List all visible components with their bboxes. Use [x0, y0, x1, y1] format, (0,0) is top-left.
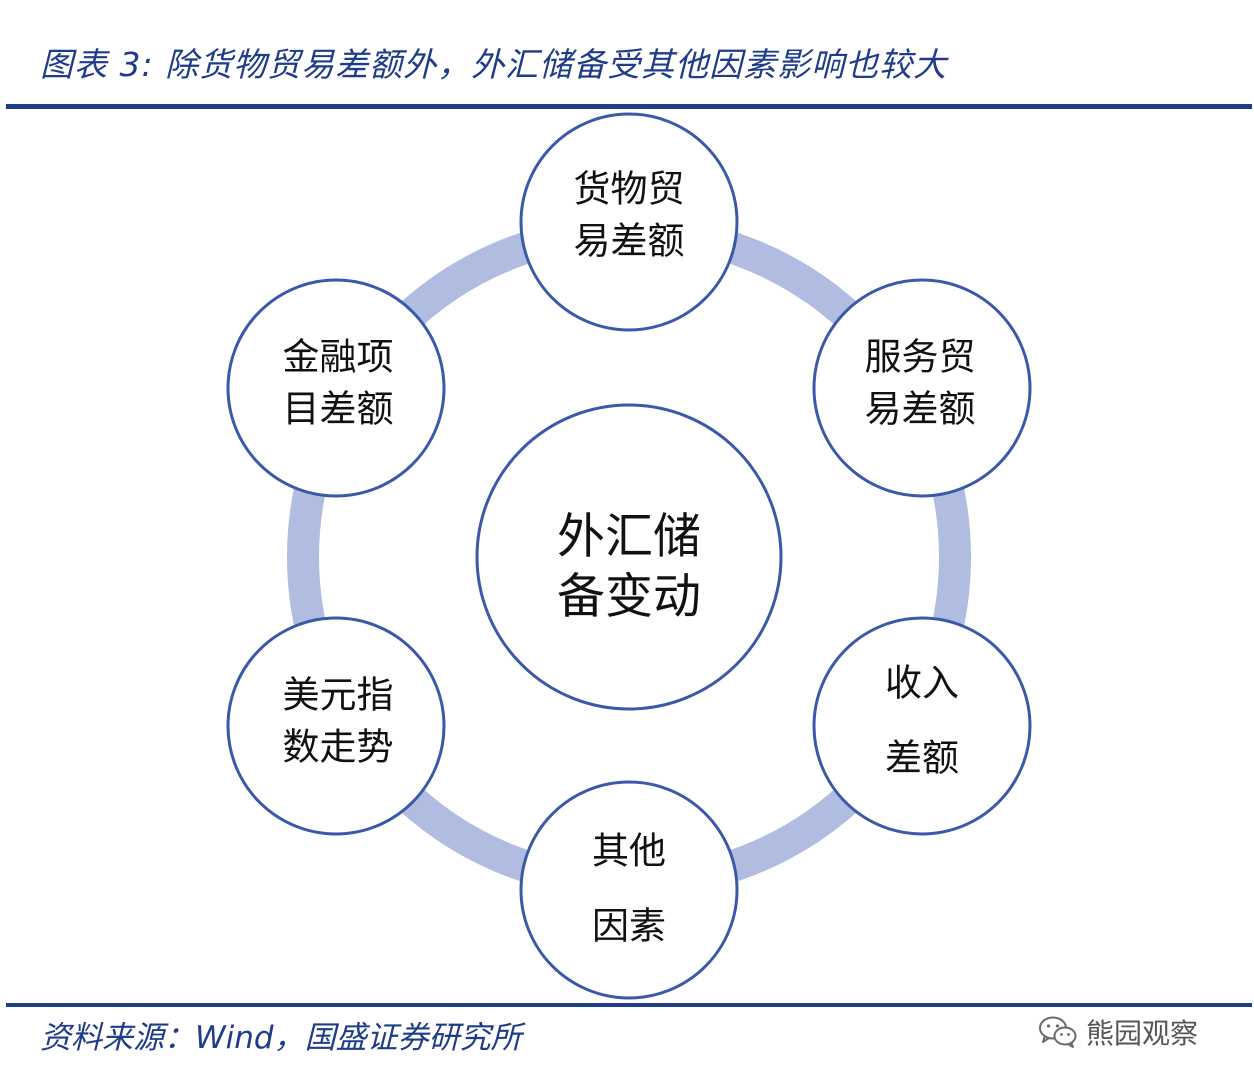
- node-services-trade: 服务贸 易差额: [812, 278, 1032, 498]
- node-dollar-index-line-2: 数走势: [283, 726, 394, 769]
- node-services-trade-line-1: 服务贸: [865, 336, 976, 379]
- node-services-trade-line-2: 易差额: [865, 388, 976, 431]
- account-watermark: 熊园观察: [1038, 1012, 1198, 1052]
- node-other-factors: 其他 因素: [519, 780, 739, 1000]
- watermark-label: 熊园观察: [1086, 1017, 1199, 1050]
- node-goods-trade: 货物贸 易差额: [519, 112, 739, 332]
- cycle-diagram: 外汇储 备变动 货物贸 易差额 服务贸 易差额 收入 差额 其他 因素 美元指 …: [226, 112, 1032, 1000]
- node-income-line-2: 差额: [885, 737, 959, 780]
- node-financial-account: 金融项 目差额: [226, 278, 446, 498]
- source-note: 资料来源：Wind，国盛证券研究所: [40, 1020, 522, 1056]
- node-financial-account-line-1: 金融项: [283, 336, 394, 379]
- wechat-icon: [1039, 1016, 1077, 1048]
- node-other-factors-line-1: 其他: [592, 830, 666, 873]
- center-node-label-line-1: 外汇储: [557, 509, 701, 565]
- node-income: 收入 差额: [812, 616, 1032, 836]
- top-divider: [6, 104, 1252, 109]
- node-goods-trade-line-2: 易差额: [574, 220, 685, 263]
- bottom-divider: [6, 1003, 1252, 1007]
- node-dollar-index-line-1: 美元指: [283, 674, 394, 717]
- node-financial-account-line-2: 目差额: [283, 388, 394, 431]
- figure-title: 图表 3: 除货物贸易差额外，外汇储备受其他因素影响也较大: [40, 45, 948, 84]
- node-dollar-index: 美元指 数走势: [226, 616, 446, 836]
- node-income-line-1: 收入: [885, 662, 959, 705]
- center-node: 外汇储 备变动: [475, 403, 783, 711]
- center-node-label-line-2: 备变动: [557, 569, 701, 625]
- node-goods-trade-line-1: 货物贸: [574, 168, 685, 211]
- node-other-factors-line-2: 因素: [592, 905, 666, 948]
